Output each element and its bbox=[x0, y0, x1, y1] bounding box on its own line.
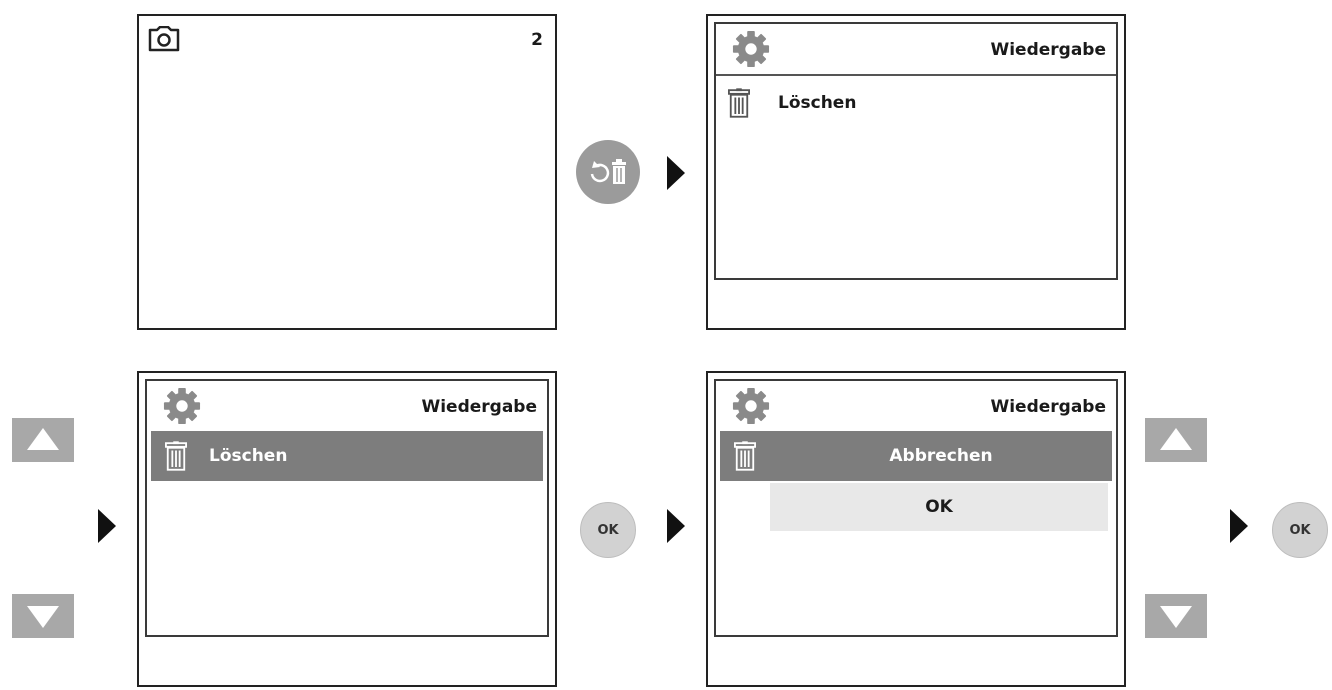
menu-item-label: Löschen bbox=[778, 93, 857, 113]
playback-delete-button[interactable] bbox=[576, 140, 640, 204]
ok-button-label: OK bbox=[1289, 522, 1311, 538]
menu-frame: Wiedergabe Abbrechen OK bbox=[714, 379, 1118, 637]
down-button-right[interactable] bbox=[1145, 594, 1207, 638]
trash-icon bbox=[165, 441, 187, 471]
title-divider bbox=[716, 74, 1116, 76]
gear-icon bbox=[163, 387, 201, 425]
gear-icon bbox=[732, 387, 770, 425]
ok-button[interactable]: OK bbox=[580, 502, 636, 558]
option-cancel[interactable]: Abbrechen bbox=[770, 431, 1112, 481]
step-arrow-2 bbox=[98, 509, 116, 543]
step-arrow-4 bbox=[1230, 509, 1248, 543]
option-cancel-label: Abbrechen bbox=[889, 446, 993, 466]
down-arrow-icon bbox=[1145, 594, 1207, 638]
up-button-right[interactable] bbox=[1145, 418, 1207, 462]
up-button[interactable] bbox=[12, 418, 74, 462]
ok-button-right[interactable]: OK bbox=[1272, 502, 1328, 558]
up-arrow-icon bbox=[12, 418, 74, 462]
trash-icon bbox=[728, 88, 750, 118]
ok-button-label: OK bbox=[597, 522, 619, 538]
gear-icon bbox=[732, 30, 770, 68]
down-arrow-icon bbox=[12, 594, 74, 638]
trash-icon bbox=[734, 441, 756, 471]
menu-title: Wiedergabe bbox=[990, 40, 1106, 60]
image-counter: 2 bbox=[531, 30, 543, 50]
step-arrow-3 bbox=[667, 509, 685, 543]
option-ok-label: OK bbox=[925, 497, 953, 517]
confirm-screen: Wiedergabe Abbrechen OK bbox=[706, 371, 1126, 687]
menu-item-label: Löschen bbox=[209, 446, 288, 466]
rotate-trash-icon bbox=[590, 159, 626, 184]
down-button[interactable] bbox=[12, 594, 74, 638]
menu-frame: Wiedergabe Löschen bbox=[145, 379, 549, 637]
menu-item-delete[interactable]: Löschen bbox=[728, 86, 1108, 120]
live-view-screen: 2 bbox=[137, 14, 557, 330]
menu-item-delete-selected[interactable]: Löschen bbox=[151, 431, 543, 481]
up-arrow-icon bbox=[1145, 418, 1207, 462]
menu-screen-selected: Wiedergabe Löschen bbox=[137, 371, 557, 687]
menu-screen: Wiedergabe Löschen bbox=[706, 14, 1126, 330]
menu-title: Wiedergabe bbox=[421, 397, 537, 417]
camera-icon bbox=[147, 25, 181, 52]
menu-title: Wiedergabe bbox=[990, 397, 1106, 417]
step-arrow-1 bbox=[667, 156, 685, 190]
menu-frame: Wiedergabe Löschen bbox=[714, 22, 1118, 280]
option-ok[interactable]: OK bbox=[770, 483, 1108, 531]
